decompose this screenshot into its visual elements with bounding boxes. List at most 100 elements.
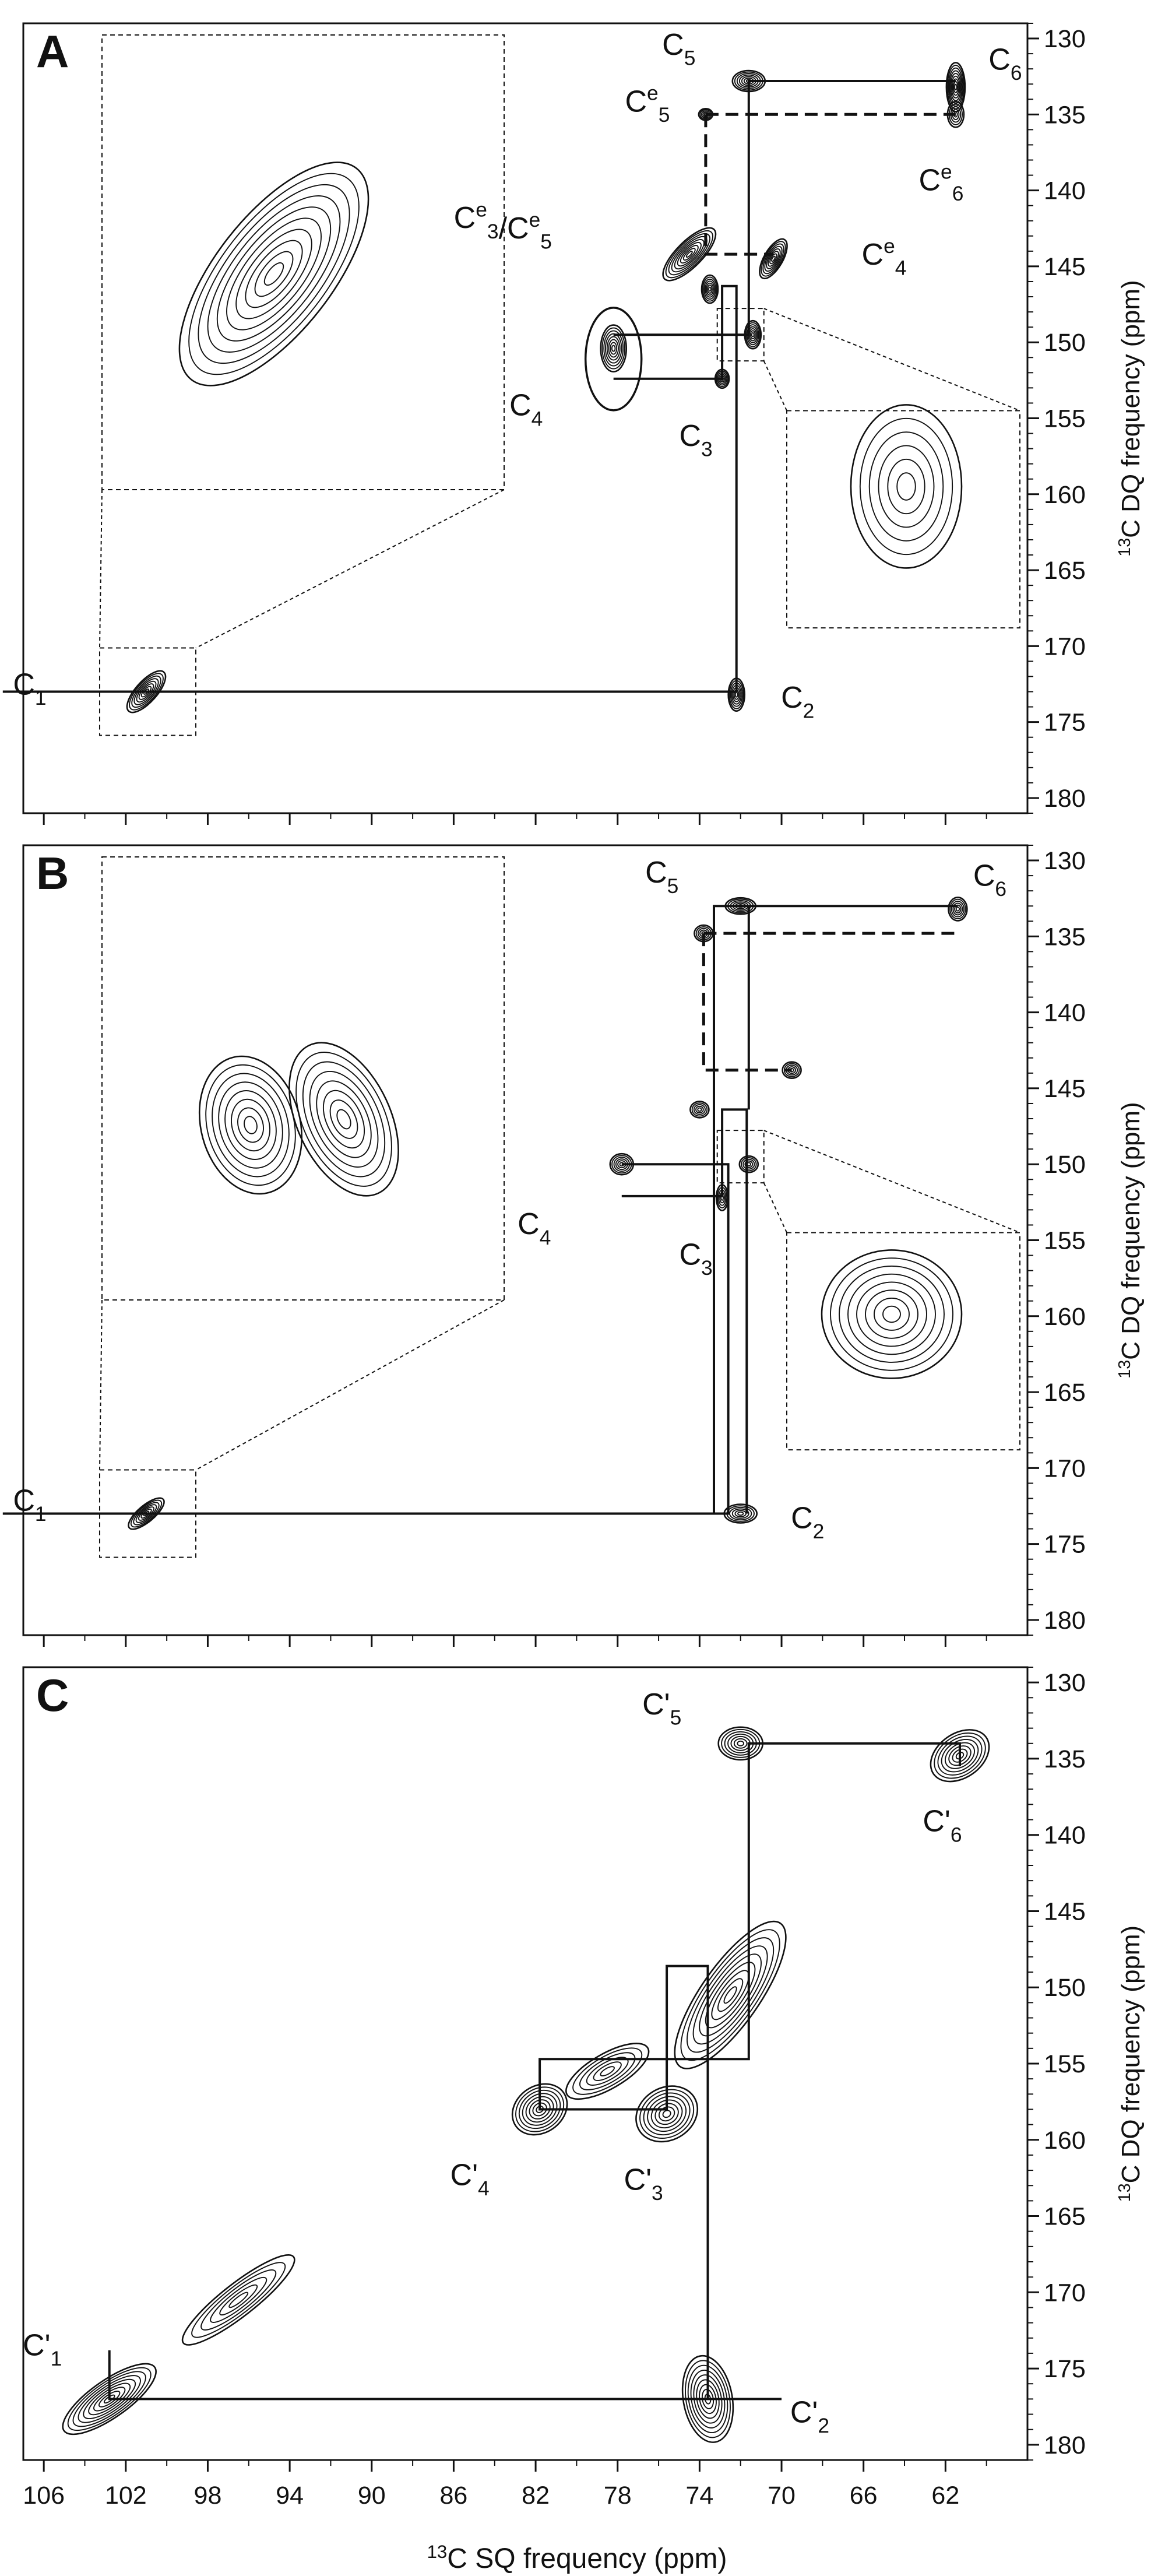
peak-contour — [677, 242, 702, 267]
y-tick-label: 180 — [1044, 2431, 1086, 2459]
panel-label: A — [36, 26, 69, 77]
zoom-inset-box — [786, 410, 1020, 629]
zoom-connector-line — [763, 1182, 787, 1233]
peak-contour — [741, 76, 756, 86]
peak-contour — [128, 1497, 165, 1530]
peak-contour — [719, 1192, 726, 1204]
peak-contour — [731, 1508, 749, 1519]
y-tick-label: 150 — [1044, 1974, 1086, 2002]
inset-contour — [231, 1098, 270, 1152]
peak-contour — [950, 73, 962, 101]
peak-contour — [689, 1101, 710, 1119]
y-tick-label: 155 — [1044, 2050, 1086, 2078]
peak-contour — [615, 1158, 628, 1171]
peak-contour — [654, 2103, 679, 2125]
panel-label: C — [36, 1670, 69, 1721]
inset-contour — [336, 1109, 351, 1130]
zoom-inset-box — [786, 1232, 1020, 1451]
peak-contour — [619, 1162, 625, 1167]
peak-contour — [67, 2367, 152, 2431]
peak-label: C4 — [509, 389, 543, 431]
peak-contour — [730, 899, 751, 912]
peak-contour — [536, 2106, 544, 2113]
peak-label: C2 — [791, 1502, 824, 1544]
peak-contour — [704, 2394, 712, 2405]
peak-contour — [604, 333, 622, 364]
y-tick-label: 150 — [1044, 1151, 1086, 1179]
peak-label: Ce6 — [918, 161, 963, 205]
peak-contour — [579, 2052, 636, 2090]
connectivity-line — [621, 1108, 748, 1514]
peak-contour — [701, 110, 711, 119]
peak-contour — [717, 1726, 763, 1761]
inset-contour — [856, 1281, 927, 1347]
peak-contour — [695, 1105, 704, 1113]
y-tick-label: 135 — [1044, 1745, 1086, 1773]
y-tick-label: 155 — [1044, 405, 1086, 433]
peak-contour — [952, 78, 960, 96]
peak-label: C6 — [973, 859, 1006, 901]
inset-contour — [830, 1257, 953, 1371]
peak-label: C'6 — [923, 1805, 962, 1847]
x-tick-label: 86 — [440, 2482, 468, 2510]
y-tick-label: 130 — [1044, 25, 1086, 53]
inset-contour — [874, 1298, 910, 1331]
peak-contour — [955, 1752, 965, 1760]
peak-contour — [687, 2364, 728, 2434]
peak-contour — [635, 2085, 699, 2143]
peak-contour — [789, 1067, 794, 1073]
inset-contour — [309, 1070, 379, 1168]
peak-contour — [948, 1745, 972, 1766]
peak-contour — [723, 1986, 737, 2004]
peak-contour — [746, 1162, 751, 1166]
inset-contour — [198, 184, 350, 364]
peak-contour — [219, 2284, 258, 2316]
peak-contour — [721, 1728, 761, 1758]
y-tick-label: 130 — [1044, 1669, 1086, 1697]
y-tick-label: 170 — [1044, 632, 1086, 660]
peak-contour — [650, 2099, 683, 2129]
peak-contour — [732, 901, 749, 911]
peak-contour — [600, 2066, 615, 2076]
peak-label: C1 — [13, 668, 46, 710]
peak-contour — [88, 2382, 131, 2416]
inset-contour — [216, 206, 332, 342]
peak-contour — [707, 284, 713, 294]
peak-contour — [768, 251, 779, 267]
peak-contour — [744, 319, 762, 350]
peak-contour — [696, 2379, 720, 2419]
y-tick-label: 165 — [1044, 2203, 1086, 2231]
peak-contour — [72, 2371, 146, 2427]
peak-label: C4 — [518, 1207, 551, 1249]
peak-contour — [690, 2369, 726, 2429]
peak-contour — [941, 1739, 979, 1773]
x-tick-label: 102 — [105, 2482, 147, 2510]
peak-contour — [532, 2102, 547, 2117]
peak-contour — [766, 248, 781, 269]
peak-contour — [129, 673, 164, 711]
peak-contour — [946, 101, 965, 128]
inset-contour — [322, 1090, 365, 1149]
inset-contour — [329, 1099, 358, 1139]
peak-contour — [210, 2276, 268, 2323]
peak-contour — [737, 904, 744, 908]
peak-contour — [701, 2388, 715, 2409]
peak-contour — [62, 2363, 157, 2436]
peak-contour — [945, 1742, 975, 1769]
peak-contour — [954, 904, 962, 914]
y-tick-label: 140 — [1044, 999, 1086, 1027]
peak-contour — [511, 2083, 568, 2136]
inset-contour — [178, 161, 369, 386]
peak-contour — [140, 1508, 152, 1519]
inset-contour — [212, 1073, 290, 1178]
peak-contour — [726, 1505, 755, 1522]
peak-contour — [718, 1189, 727, 1206]
y-tick-label: 175 — [1044, 1531, 1086, 1559]
peak-contour — [228, 2292, 249, 2308]
zoom-connector-line — [763, 308, 1020, 412]
y-tick-label: 155 — [1044, 1227, 1086, 1255]
peak-contour — [745, 322, 761, 347]
